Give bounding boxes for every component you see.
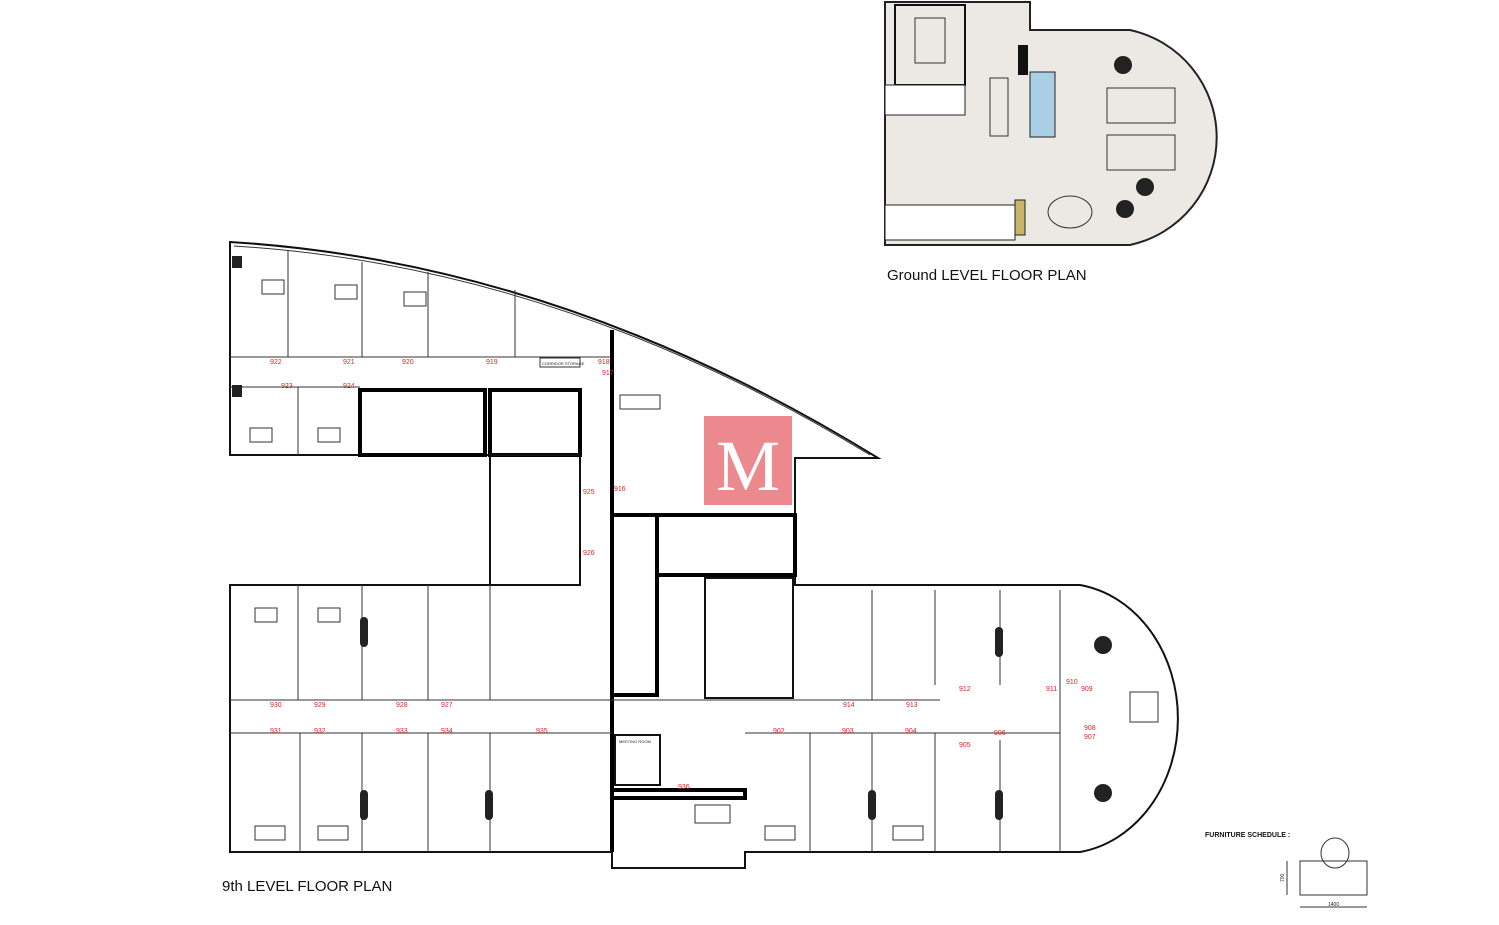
corridor-storage-label: CORRIDOR STORAGE (542, 361, 585, 366)
depth-dimension: 700 (1280, 873, 1286, 882)
room-number-911: 911 (1046, 686, 1057, 693)
room-number-925: 925 (583, 489, 595, 496)
ground-level-title: Ground LEVEL FLOOR PLAN (887, 267, 1087, 284)
room-number-935: 935 (536, 728, 548, 735)
ground-level-plan (884, 1, 1218, 246)
room-number-903: 903 (842, 728, 854, 735)
room-number-929: 929 (314, 702, 326, 709)
room-number-926: 926 (583, 550, 595, 557)
watermark-logo: M (704, 416, 792, 506)
room-labels: 922 921 920 919 918 917 923 924 925 916 926 930 929 9… (270, 359, 1096, 791)
room-number-932: 932 (314, 728, 326, 735)
room-number-934: 934 (441, 728, 453, 735)
room-number-917: 917 (602, 370, 614, 377)
furniture-schedule-title: FURNITURE SCHEDULE : (1205, 832, 1291, 839)
room-number-913: 913 (906, 702, 918, 709)
svg-text:M: M (716, 426, 780, 506)
room-number-905: 905 (959, 742, 971, 749)
meeting-room-label: MEETING ROOM (619, 739, 651, 744)
room-number-904: 904 (905, 728, 917, 735)
room-number-933: 933 (396, 728, 408, 735)
ninth-level-title: 9th LEVEL FLOOR PLAN (222, 878, 393, 895)
room-number-916: 916 (614, 486, 626, 493)
room-number-924: 924 (343, 383, 355, 390)
room-number-920: 920 (402, 359, 414, 366)
room-number-936: 936 (678, 784, 690, 791)
furniture-schedule-symbol: 1400 700 (1280, 837, 1368, 908)
room-number-902: 902 (773, 728, 785, 735)
room-number-910: 910 (1066, 679, 1078, 686)
width-dimension: 1400 (1328, 902, 1339, 908)
room-number-922: 922 (270, 359, 282, 366)
room-number-912: 912 (959, 686, 971, 693)
room-number-928: 928 (396, 702, 408, 709)
room-number-921: 921 (343, 359, 355, 366)
room-number-927: 927 (441, 702, 453, 709)
room-number-907: 907 (1084, 734, 1096, 741)
ninth-level-plan (229, 240, 1179, 869)
room-number-923: 923 (281, 383, 293, 390)
room-number-906: 906 (994, 730, 1006, 737)
room-number-919: 919 (486, 359, 498, 366)
room-number-931: 931 (270, 728, 282, 735)
room-number-914: 914 (843, 702, 855, 709)
room-number-930: 930 (270, 702, 282, 709)
room-number-909: 909 (1081, 686, 1093, 693)
room-number-918: 918 (598, 359, 610, 366)
room-number-908: 908 (1084, 725, 1096, 732)
